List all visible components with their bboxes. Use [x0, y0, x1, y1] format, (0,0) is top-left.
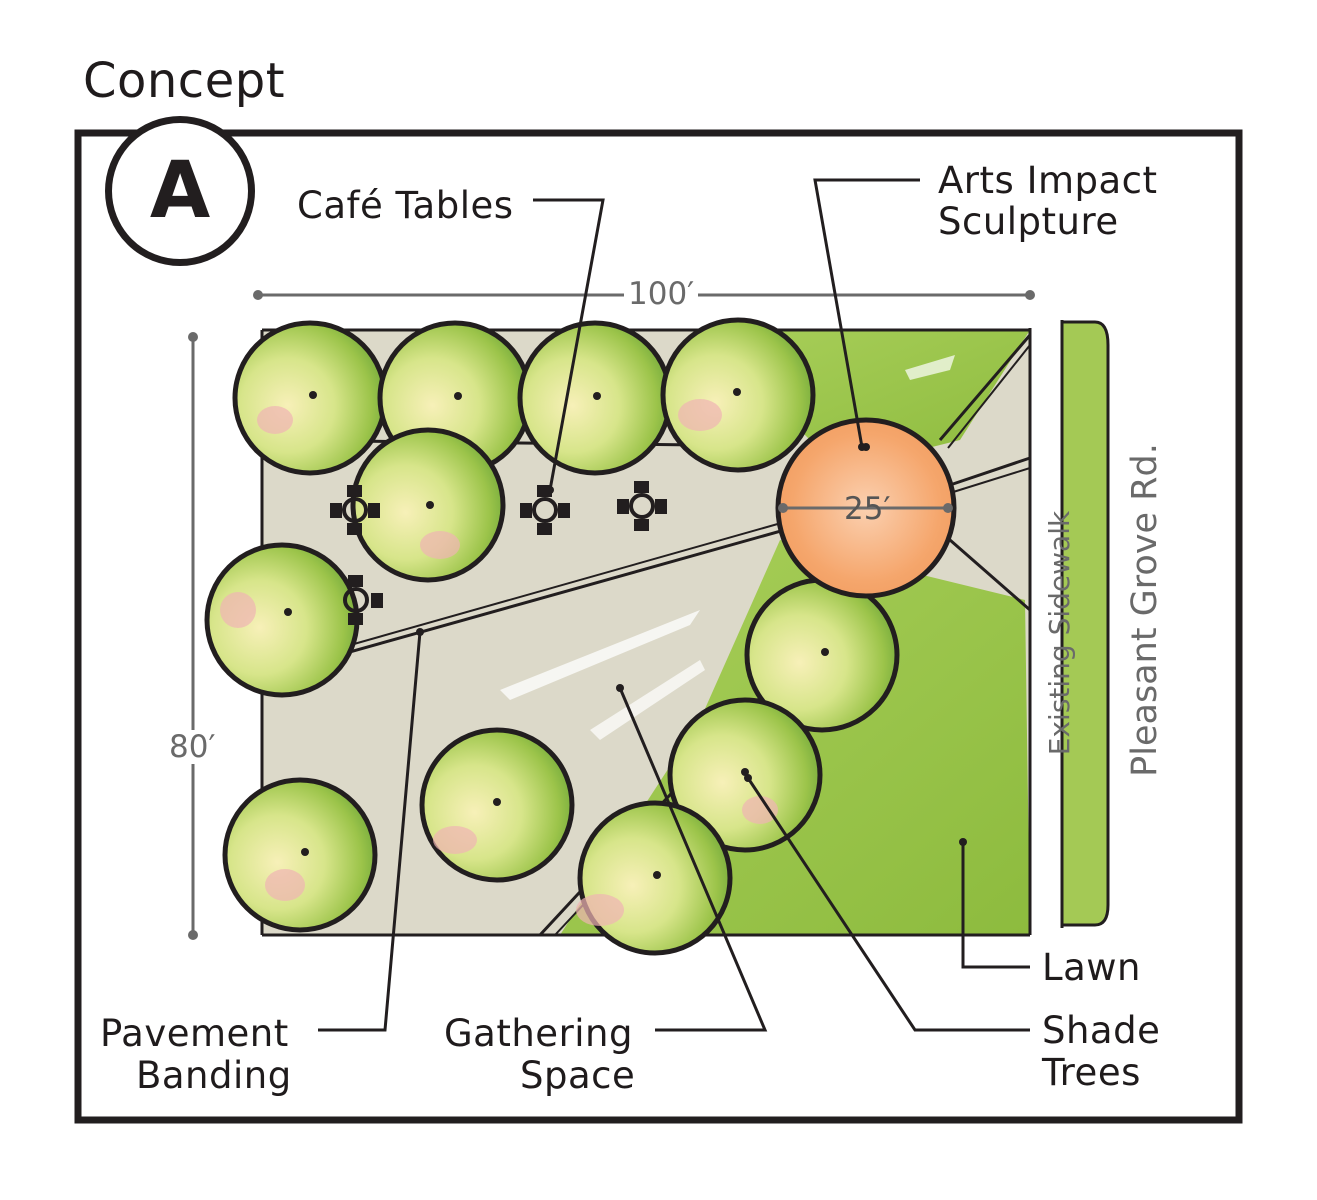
light-streak-1 — [500, 610, 700, 700]
cafe-table — [520, 485, 570, 535]
dim-height-label: 80′ — [165, 730, 220, 764]
diag-mid-right-2 — [949, 467, 1031, 494]
diag-low-right — [949, 538, 1031, 612]
label-shade-1: Shade — [1042, 1009, 1161, 1052]
leader-lines — [318, 178, 1030, 1032]
road-strip — [1062, 322, 1108, 925]
leader-cafe-tables — [533, 198, 605, 491]
dim-width-end-left — [253, 290, 263, 300]
leader-lawn — [961, 842, 1030, 969]
label-gathering-2: Space — [520, 1054, 636, 1097]
label-existing-sidewalk-text: Existing Sidewalk — [1043, 510, 1076, 756]
shade-tree — [232, 320, 388, 476]
label-shade-2: Trees — [1042, 1051, 1141, 1094]
dim-sculpture-end-left — [778, 503, 788, 513]
leader-dots — [416, 443, 967, 846]
dim-width-label: 100′ — [624, 277, 699, 311]
diag-top-right-1 — [938, 334, 1032, 441]
concept-badge: A — [105, 116, 255, 266]
label-arts-impact-1: Arts Impact — [938, 159, 1158, 202]
cafe-table — [617, 481, 667, 531]
dim-sculpture-label: 25′ — [844, 491, 891, 527]
tree-center-dots — [284, 388, 829, 879]
label-road-text: Pleasant Grove Rd. — [1125, 443, 1165, 777]
label-arts-impact-2: Sculpture — [938, 200, 1119, 243]
cafe-table — [343, 575, 383, 625]
diag-mid-right-1 — [949, 456, 1031, 487]
light-streak-3 — [905, 355, 955, 380]
light-streak-2 — [590, 660, 705, 740]
page-title: Concept — [83, 53, 286, 109]
label-lawn: Lawn — [1042, 946, 1141, 989]
label-road: Pleasant Grove Rd. — [1124, 410, 1166, 810]
dim-height-end-bottom — [188, 930, 198, 940]
leader-arts-impact — [813, 178, 920, 448]
label-pavement-2: Banding — [136, 1054, 292, 1097]
dim-height-end-top — [188, 332, 198, 342]
shade-tree — [222, 777, 378, 933]
label-existing-sidewalk: Existing Sidewalk — [1043, 458, 1077, 808]
label-cafe-tables: Café Tables — [297, 184, 514, 227]
cafe-table-group — [330, 481, 667, 625]
leader-gathering — [618, 687, 768, 1032]
tree-blush-accents — [220, 399, 778, 926]
leader-shade-trees — [746, 777, 1030, 1032]
label-gathering-1: Gathering — [444, 1012, 633, 1055]
dim-sculpture-end-right — [943, 503, 953, 513]
diag-top-right-2 — [947, 344, 1031, 449]
cafe-table — [330, 485, 380, 535]
leader-pavement — [318, 631, 422, 1032]
road-edge-right — [1062, 320, 1110, 927]
label-pavement-1: Pavement — [100, 1012, 289, 1055]
outer-frame — [74, 129, 1243, 1124]
dim-width-end-right — [1025, 290, 1035, 300]
